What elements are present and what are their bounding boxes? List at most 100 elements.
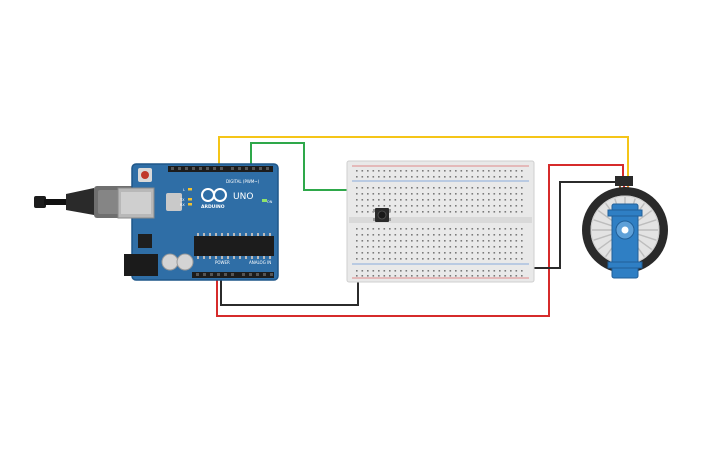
breadboard-hole[interactable] <box>477 170 479 172</box>
breadboard-hole[interactable] <box>504 258 507 260</box>
breadboard-hole[interactable] <box>433 246 435 248</box>
breadboard-hole[interactable] <box>449 234 452 236</box>
breadboard-hole[interactable] <box>466 275 468 277</box>
breadboard-hole[interactable] <box>416 234 419 236</box>
breadboard-hole[interactable] <box>455 199 457 201</box>
breadboard-hole[interactable] <box>405 275 408 277</box>
breadboard-hole[interactable] <box>482 176 485 178</box>
breadboard-hole[interactable] <box>422 240 424 242</box>
breadboard-hole[interactable] <box>372 252 375 254</box>
breadboard-hole[interactable] <box>510 228 512 230</box>
breadboard-hole[interactable] <box>400 275 402 277</box>
breadboard-hole[interactable] <box>521 234 523 236</box>
breadboard-hole[interactable] <box>449 240 452 242</box>
breadboard-hole[interactable] <box>482 199 485 201</box>
breadboard-hole[interactable] <box>444 240 446 242</box>
breadboard-hole[interactable] <box>466 240 468 242</box>
breadboard-hole[interactable] <box>449 252 452 254</box>
breadboard-hole[interactable] <box>460 205 463 207</box>
breadboard-hole[interactable] <box>493 234 496 236</box>
breadboard-hole[interactable] <box>411 246 413 248</box>
breadboard-hole[interactable] <box>411 258 413 260</box>
breadboard-hole[interactable] <box>477 275 479 277</box>
breadboard-hole[interactable] <box>466 252 468 254</box>
breadboard-hole[interactable] <box>482 240 485 242</box>
breadboard-hole[interactable] <box>356 246 358 248</box>
breadboard-hole[interactable] <box>400 193 402 195</box>
breadboard-hole[interactable] <box>444 246 446 248</box>
breadboard-hole[interactable] <box>427 258 430 260</box>
breadboard-hole[interactable] <box>400 270 402 272</box>
breadboard-hole[interactable] <box>510 170 512 172</box>
breadboard-hole[interactable] <box>504 199 507 201</box>
breadboard-hole[interactable] <box>383 228 386 230</box>
breadboard-hole[interactable] <box>389 170 391 172</box>
breadboard-hole[interactable] <box>367 205 369 207</box>
breadboard-hole[interactable] <box>438 228 441 230</box>
breadboard-hole[interactable] <box>499 270 501 272</box>
breadboard-hole[interactable] <box>515 199 518 201</box>
breadboard-hole[interactable] <box>449 270 452 272</box>
breadboard-hole[interactable] <box>367 240 369 242</box>
breadboard-hole[interactable] <box>438 252 441 254</box>
breadboard-hole[interactable] <box>389 234 391 236</box>
breadboard-hole[interactable] <box>493 270 496 272</box>
breadboard-hole[interactable] <box>477 240 479 242</box>
breadboard-hole[interactable] <box>499 199 501 201</box>
breadboard-hole[interactable] <box>356 193 358 195</box>
breadboard-hole[interactable] <box>488 193 490 195</box>
breadboard-hole[interactable] <box>510 234 512 236</box>
breadboard-hole[interactable] <box>455 240 457 242</box>
breadboard-hole[interactable] <box>367 176 369 178</box>
breadboard-hole[interactable] <box>378 240 380 242</box>
breadboard-hole[interactable] <box>356 234 358 236</box>
breadboard-hole[interactable] <box>460 270 463 272</box>
breadboard-hole[interactable] <box>383 234 386 236</box>
breadboard-hole[interactable] <box>400 234 402 236</box>
breadboard-hole[interactable] <box>488 275 490 277</box>
breadboard-hole[interactable] <box>438 275 441 277</box>
breadboard-hole[interactable] <box>367 252 369 254</box>
breadboard-hole[interactable] <box>411 240 413 242</box>
breadboard-hole[interactable] <box>400 246 402 248</box>
breadboard-hole[interactable] <box>438 199 441 201</box>
breadboard-hole[interactable] <box>433 193 435 195</box>
breadboard-hole[interactable] <box>389 275 391 277</box>
breadboard-hole[interactable] <box>444 170 446 172</box>
breadboard-hole[interactable] <box>504 270 507 272</box>
breadboard-hole[interactable] <box>444 258 446 260</box>
breadboard-hole[interactable] <box>488 187 490 189</box>
breadboard-hole[interactable] <box>504 211 507 213</box>
breadboard-hole[interactable] <box>416 270 419 272</box>
breadboard-hole[interactable] <box>372 199 375 201</box>
breadboard-hole[interactable] <box>521 275 523 277</box>
breadboard-hole[interactable] <box>383 258 386 260</box>
breadboard-hole[interactable] <box>438 258 441 260</box>
breadboard-hole[interactable] <box>367 193 369 195</box>
breadboard-hole[interactable] <box>400 240 402 242</box>
breadboard-hole[interactable] <box>394 252 397 254</box>
breadboard-hole[interactable] <box>510 187 512 189</box>
breadboard-hole[interactable] <box>356 252 358 254</box>
breadboard-hole[interactable] <box>471 187 474 189</box>
breadboard-hole[interactable] <box>427 193 430 195</box>
breadboard-hole[interactable] <box>383 176 386 178</box>
breadboard-hole[interactable] <box>427 199 430 201</box>
breadboard-hole[interactable] <box>471 258 474 260</box>
breadboard-hole[interactable] <box>361 275 364 277</box>
breadboard-hole[interactable] <box>444 252 446 254</box>
breadboard-hole[interactable] <box>394 246 397 248</box>
breadboard-hole[interactable] <box>400 258 402 260</box>
breadboard-hole[interactable] <box>521 246 523 248</box>
breadboard-hole[interactable] <box>515 193 518 195</box>
breadboard-hole[interactable] <box>356 270 358 272</box>
breadboard-hole[interactable] <box>372 240 375 242</box>
breadboard-hole[interactable] <box>515 187 518 189</box>
breadboard-hole[interactable] <box>438 193 441 195</box>
breadboard-hole[interactable] <box>477 199 479 201</box>
breadboard-hole[interactable] <box>444 234 446 236</box>
breadboard-hole[interactable] <box>449 246 452 248</box>
breadboard-hole[interactable] <box>383 193 386 195</box>
breadboard-hole[interactable] <box>444 205 446 207</box>
breadboard-hole[interactable] <box>493 240 496 242</box>
